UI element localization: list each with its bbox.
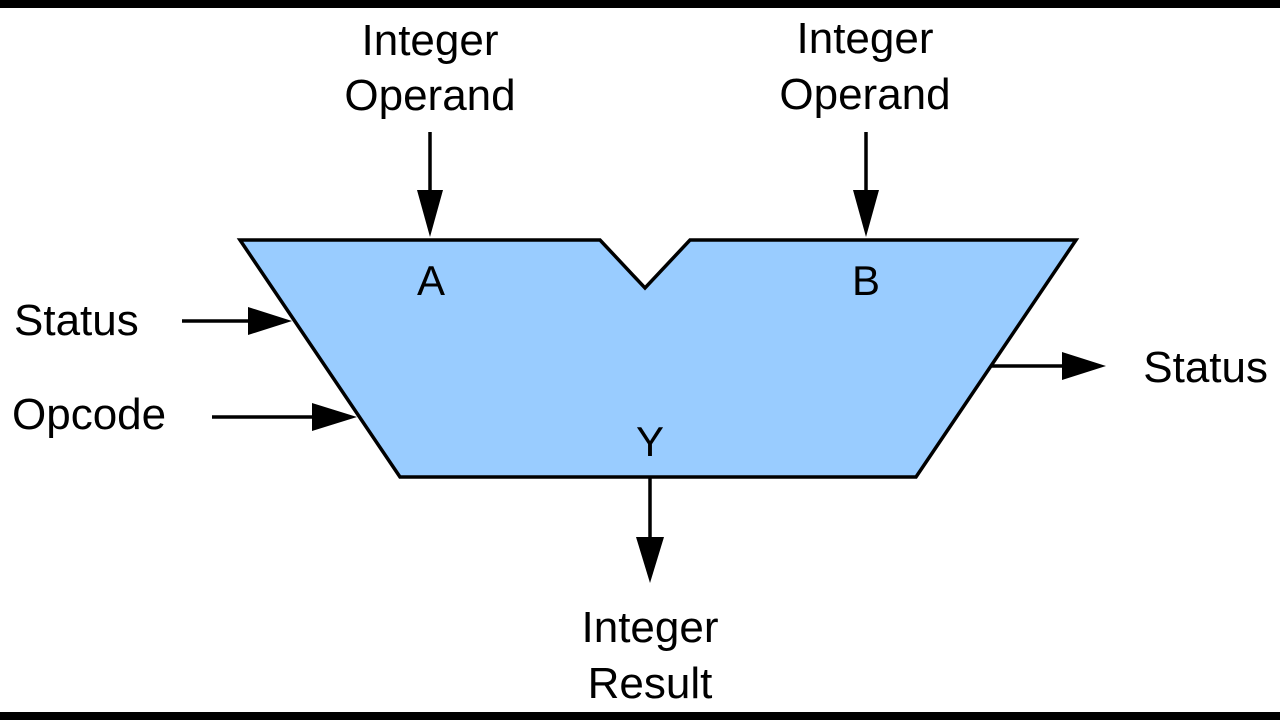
result-arrow xyxy=(636,477,664,583)
operand-a-label-line2: Operand xyxy=(344,71,515,120)
status-out-arrow xyxy=(990,352,1106,380)
operand-b-label-line1: Integer xyxy=(797,14,934,63)
status-in-arrow xyxy=(182,307,292,335)
operand-b-arrow xyxy=(853,132,879,237)
port-b-label: B xyxy=(852,257,880,304)
status-in-label: Status xyxy=(14,296,139,345)
operand-a-arrow xyxy=(417,132,443,237)
opcode-label: Opcode xyxy=(12,390,166,439)
operand-b-label-line2: Operand xyxy=(779,70,950,119)
operand-a-label-line1: Integer xyxy=(362,16,499,65)
status-out-label: Status xyxy=(1143,343,1268,392)
result-label-line1: Integer xyxy=(582,603,719,652)
result-label-line2: Result xyxy=(588,659,713,708)
alu-body xyxy=(236,238,1080,479)
opcode-arrow xyxy=(212,403,357,431)
port-a-label: A xyxy=(417,257,445,304)
port-y-label: Y xyxy=(636,418,664,465)
